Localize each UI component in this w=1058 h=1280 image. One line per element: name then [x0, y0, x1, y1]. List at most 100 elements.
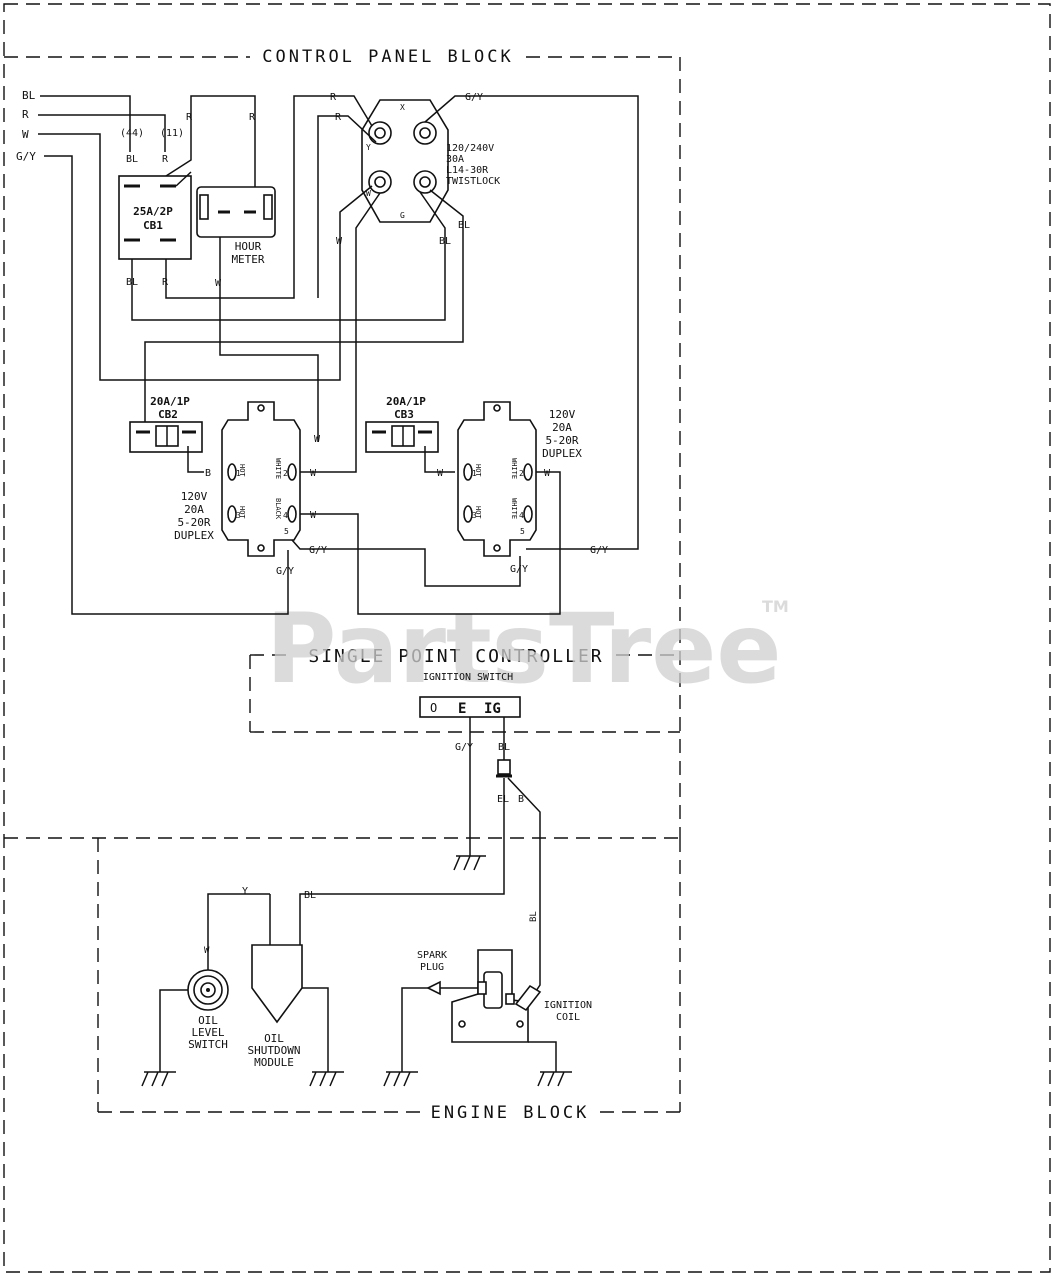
twistlock-wire-label: R: [330, 92, 337, 103]
oil-level-label: OIL: [198, 1014, 218, 1027]
duplex1-rating: 20A: [184, 503, 204, 516]
duplex-receptacle-2: 1 2 3 4 5 HOT WHITE HOT WHITE 120V 20A 5…: [437, 401, 608, 575]
duplex1-terminal: 1: [236, 469, 241, 478]
duplex2-terminal: 1: [472, 469, 477, 478]
duplex1-terminal: 5: [284, 527, 289, 536]
oil-level-switch: Y W OIL LEVEL SWITCH: [141, 886, 270, 1087]
engine-block-outline: [97, 838, 681, 1113]
duplex2-side-label: HOT: [474, 464, 482, 477]
hour-meter-label: METER: [231, 253, 264, 266]
duplex2-wire-label: W: [544, 468, 551, 479]
control-panel-block-label: CONTROL PANEL BLOCK: [262, 47, 513, 67]
cb1-wire-label: R: [162, 154, 169, 165]
twistlock-rating: 30A: [446, 154, 464, 165]
switch-position-label: E: [458, 701, 466, 717]
switch-position-label: O: [430, 701, 437, 715]
duplex-receptacle-1: 1 2 3 4 5 HOT WHITE HOT BLACK 120V 20A 5…: [174, 401, 561, 615]
duplex2-wire-label: W: [437, 468, 444, 479]
cb3-breaker: 20A/1P CB3: [365, 395, 455, 473]
twistlock-rating: L14-30R: [446, 165, 489, 176]
input-wire-label: G/Y: [16, 150, 36, 163]
twistlock-wire-label: R: [335, 112, 342, 123]
engine-block-label: ENGINE BLOCK: [431, 1103, 590, 1123]
duplex1-side-label: BLACK: [274, 498, 282, 520]
single-point-controller-outline: [249, 654, 680, 733]
twistlock-pin-label: X: [400, 103, 405, 112]
duplex1-wire-label: W: [310, 510, 317, 521]
duplex1-terminal: 4: [283, 511, 288, 520]
cb2-rating: 20A/1P: [150, 395, 190, 408]
twistlock-wire-label: BL: [439, 236, 451, 247]
duplex2-wire-label: G/Y: [510, 564, 528, 575]
twistlock-rating: 120/240V: [446, 143, 494, 154]
duplex1-side-label: HOT: [238, 464, 246, 477]
watermark-tm: TM: [762, 597, 789, 616]
duplex1-wire-label: W: [314, 434, 321, 445]
twistlock-pin-label: Y: [366, 143, 371, 152]
input-wire-label: W: [22, 128, 29, 141]
incoming-wires: BL R W G/Y: [16, 89, 341, 615]
input-wire-label: R: [22, 108, 29, 121]
duplex1-wire-label: G/Y: [309, 545, 327, 556]
duplex1-rating: 120V: [181, 490, 208, 503]
twistlock-pin-label: W: [366, 189, 371, 198]
duplex2-terminal: 2: [519, 469, 524, 478]
spark-plug-label: PLUG: [420, 962, 444, 973]
switch-position-label: IG: [484, 701, 501, 717]
duplex1-side-label: HOT: [238, 506, 246, 519]
watermark: PartsTree: [266, 593, 781, 705]
spc-wire-label: B: [518, 794, 524, 805]
duplex2-terminal: 3: [472, 511, 477, 520]
hour-meter-label: HOUR: [235, 240, 262, 253]
twistlock-receptacle: X Y W G 120/240V 30A L14-30R TWISTLOCK R…: [144, 92, 639, 550]
hour-meter: R R HOUR METER W: [165, 95, 319, 442]
twistlock-pin-label: G: [400, 211, 405, 220]
control-panel-block-outline: [4, 56, 681, 839]
twistlock-wire-label: BL: [458, 220, 470, 231]
twistlock-wire-label: G/Y: [465, 92, 483, 103]
duplex1-terminal: 3: [236, 511, 241, 520]
oil-level-label: LEVEL: [191, 1026, 224, 1039]
duplex1-rating: DUPLEX: [174, 529, 214, 542]
hour-meter-wire-label: W: [215, 278, 222, 289]
outer-frame: [3, 3, 1051, 1273]
spc-wire-label: EL: [497, 794, 509, 805]
cb1-wire-number: (44): [120, 128, 144, 139]
engine-wire-label: Y: [242, 886, 248, 897]
spc-wire-label: G/Y: [455, 742, 473, 753]
duplex1-terminal: 2: [283, 469, 288, 478]
oil-module-label: MODULE: [254, 1056, 294, 1069]
duplex1-side-label: WHITE: [274, 458, 282, 479]
single-point-controller-label: SINGLE POINT CONTROLLER: [308, 646, 603, 667]
hour-meter-wire-label: R: [249, 112, 256, 123]
engine-wire-label: BL: [529, 911, 539, 922]
duplex2-rating: 120V: [549, 408, 576, 421]
engine-wire-label: W: [204, 946, 210, 956]
ignition-coil: BL IGNITION COIL: [451, 911, 592, 1087]
cb3-name: CB3: [394, 408, 414, 421]
duplex1-wire-label: G/Y: [276, 566, 294, 577]
duplex2-terminal: 4: [519, 511, 524, 520]
cb2-breaker: 20A/1P CB2: [129, 395, 204, 473]
engine-wire-label: BL: [304, 890, 316, 901]
twistlock-wire-label: W: [336, 236, 343, 247]
ignition-switch-label: IGNITION SWITCH: [423, 672, 513, 683]
duplex2-rating: DUPLEX: [542, 447, 582, 460]
oil-module-label: OIL: [264, 1032, 284, 1045]
duplex2-wire-label: G/Y: [590, 545, 608, 556]
cb3-rating: 20A/1P: [386, 395, 426, 408]
cb1-wire-number: (11): [160, 128, 184, 139]
input-wire-label: BL: [22, 89, 36, 102]
duplex1-wire-label: B: [205, 468, 211, 479]
duplex2-terminal: 5: [520, 527, 525, 536]
duplex2-side-label: WHITE: [510, 498, 518, 519]
duplex1-rating: 5-20R: [177, 516, 210, 529]
twistlock-rating: TWISTLOCK: [446, 176, 500, 187]
duplex2-rating: 20A: [552, 421, 572, 434]
duplex2-side-label: WHITE: [510, 458, 518, 479]
cb1-breaker: (44) (11) BL R 25A/2P CB1 BL R: [118, 95, 446, 321]
oil-module-label: SHUTDOWN: [248, 1044, 301, 1057]
hour-meter-wire-label: R: [186, 112, 193, 123]
oil-level-label: SWITCH: [188, 1038, 228, 1051]
